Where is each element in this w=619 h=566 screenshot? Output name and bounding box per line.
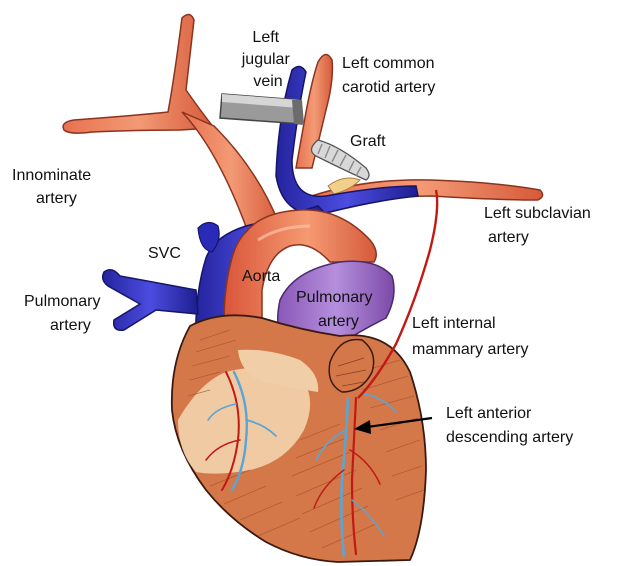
label-pulmonary-artery-left: Pulmonary artery xyxy=(24,293,105,334)
label-innominate-artery: Innominate artery xyxy=(12,167,96,207)
label-left-jugular-vein: Left jugular vein xyxy=(241,29,294,90)
label-left-subclavian-artery: Left subclavian artery xyxy=(484,205,595,246)
innominate-trunk xyxy=(182,112,280,232)
label-left-common-carotid-artery: Left common carotid artery xyxy=(342,55,439,96)
label-graft: Graft xyxy=(350,133,386,150)
label-left-anterior-descending-artery: Left anterior descending artery xyxy=(446,405,573,446)
label-left-internal-mammary-artery: Left internal mammary artery xyxy=(412,315,528,358)
label-aorta: Aorta xyxy=(242,268,280,285)
pulmonary-artery-left-vessel xyxy=(103,270,198,331)
label-svc: SVC xyxy=(148,245,181,262)
